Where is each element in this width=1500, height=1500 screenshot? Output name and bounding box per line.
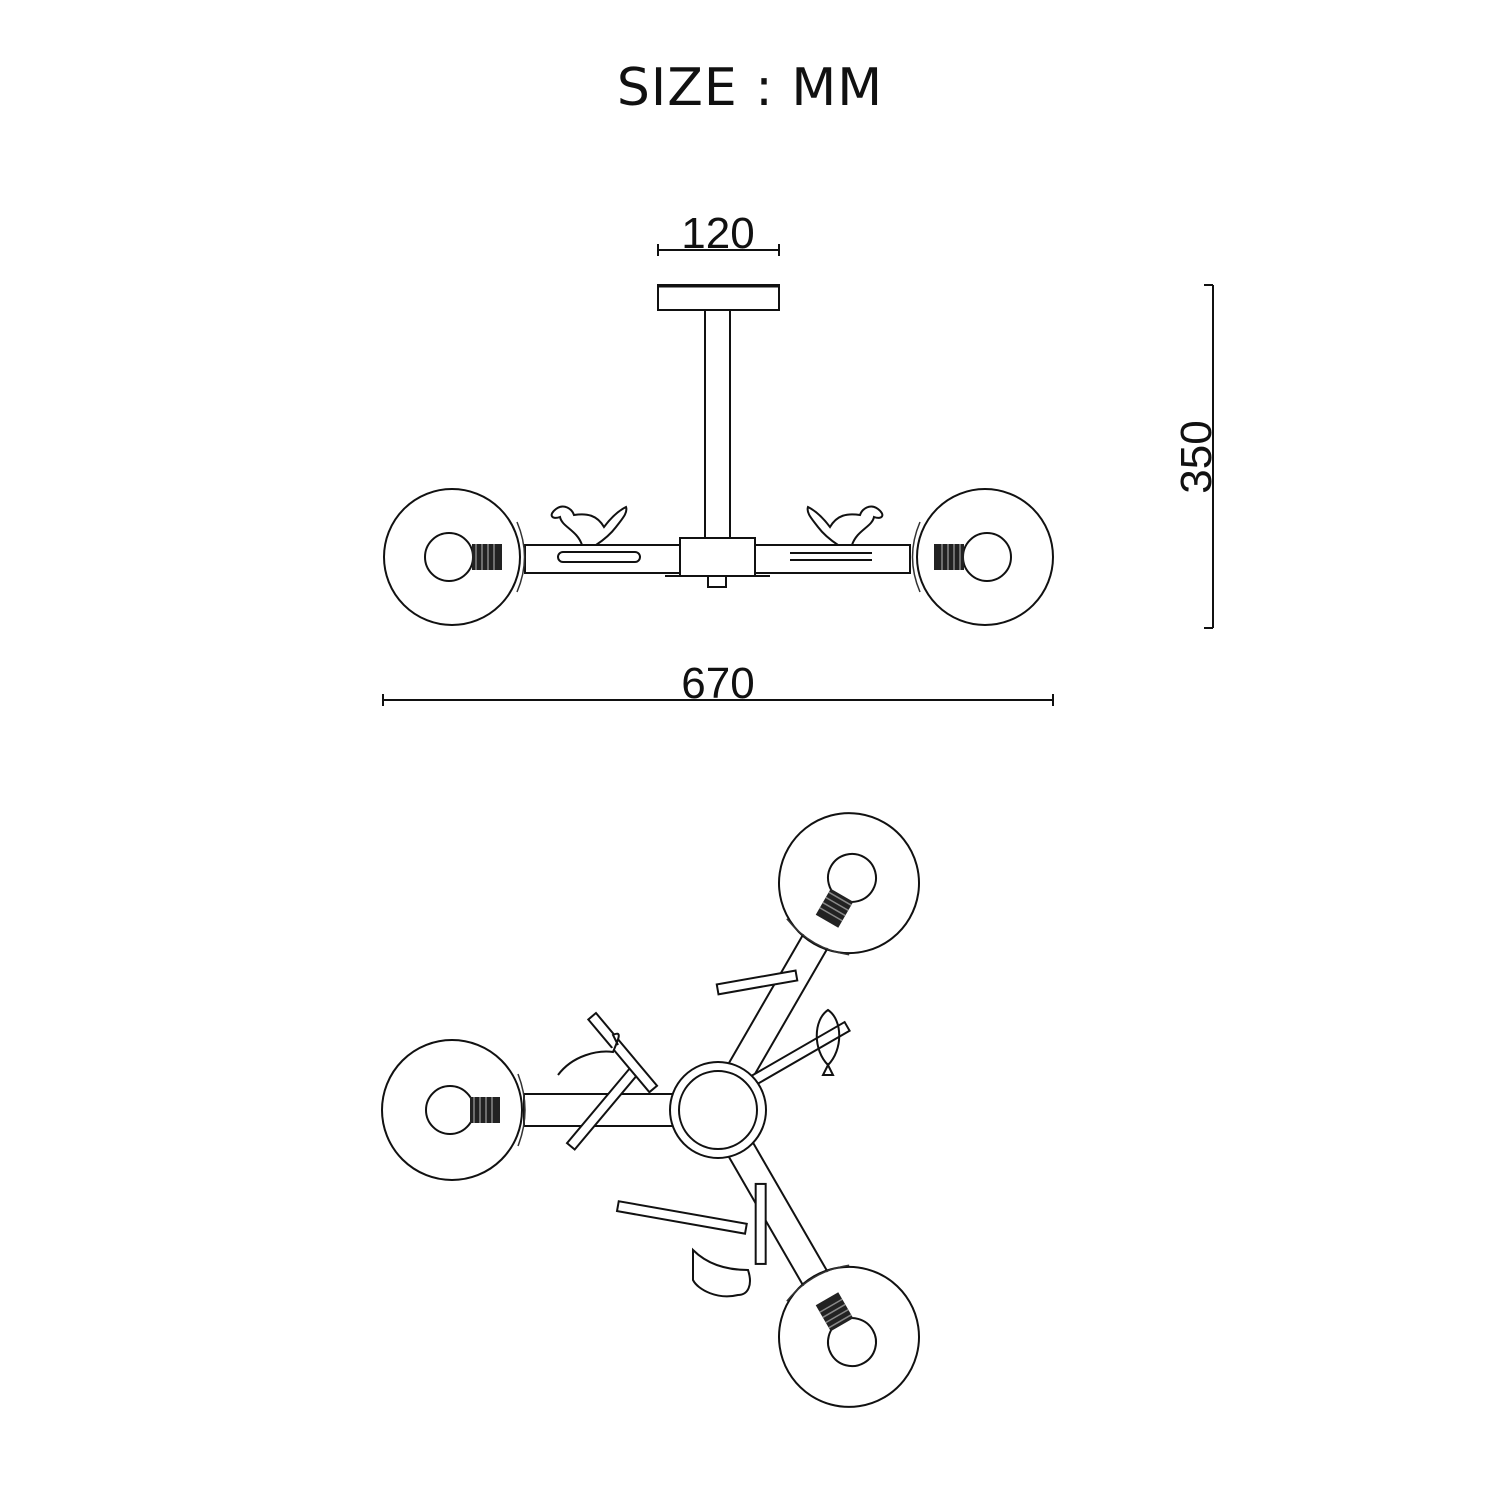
overall-height-label: 350 bbox=[1172, 420, 1221, 493]
top-view bbox=[381, 812, 920, 1408]
drawing-title: SIZE : MM bbox=[616, 58, 884, 118]
canopy bbox=[657, 284, 780, 311]
side-view: 120 670 350 bbox=[382, 209, 1221, 708]
bulb-left bbox=[424, 532, 474, 582]
globe-right bbox=[916, 488, 1054, 626]
bulb-right bbox=[962, 532, 1012, 582]
canopy-width-label: 120 bbox=[681, 209, 754, 258]
overall-width-label: 670 bbox=[681, 659, 754, 708]
bird-left bbox=[550, 505, 628, 546]
arm-left bbox=[381, 1011, 675, 1181]
hub bbox=[679, 537, 756, 577]
bird-right bbox=[806, 505, 884, 546]
globe-left bbox=[383, 488, 521, 626]
arm-lower-right bbox=[615, 1140, 920, 1408]
hub-inner bbox=[678, 1070, 758, 1150]
stem bbox=[704, 309, 731, 541]
